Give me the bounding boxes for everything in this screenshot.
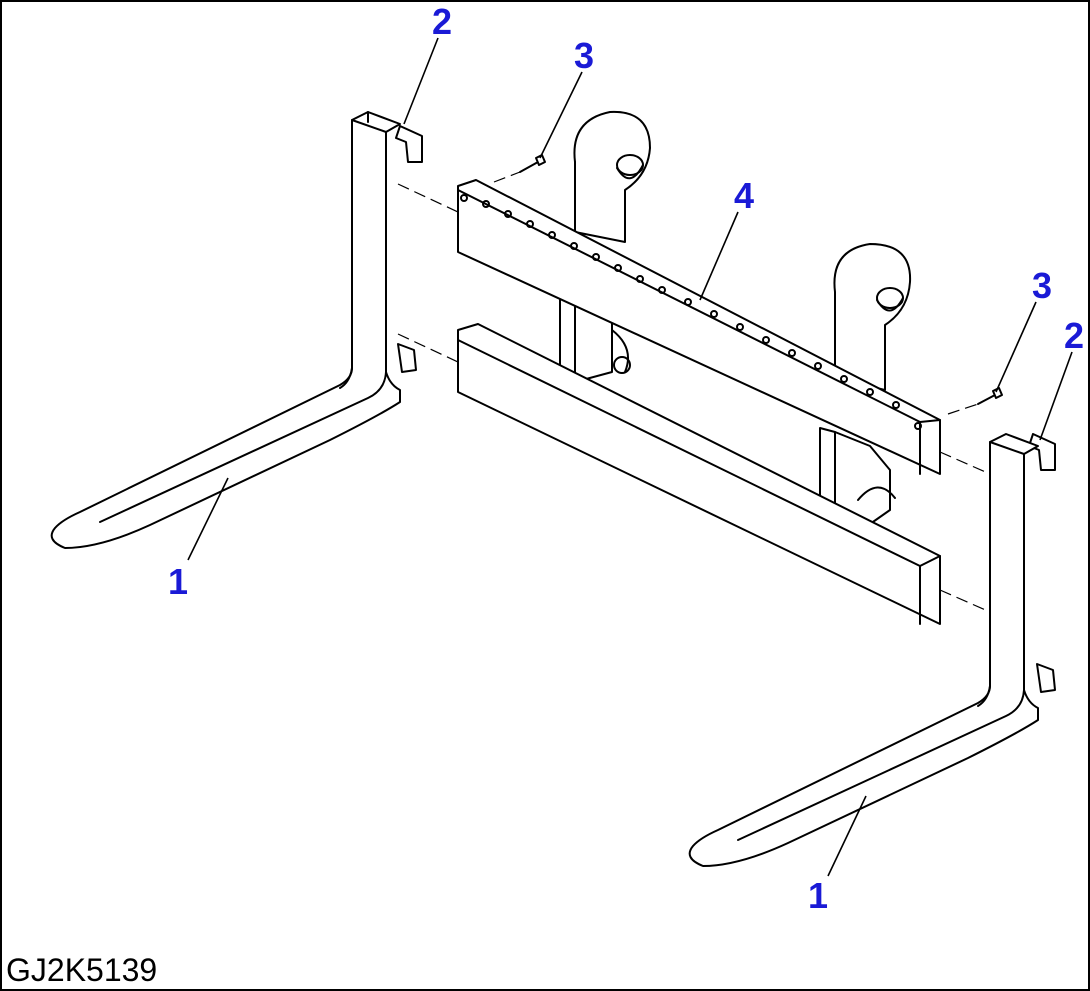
callout-stopper-right: 2 bbox=[1064, 315, 1084, 356]
carriage-upper-bar bbox=[457, 179, 941, 475]
callout-labels: 2 3 4 3 2 1 1 bbox=[168, 1, 1084, 916]
callout-carriage: 4 bbox=[734, 175, 754, 216]
lower-hook-left bbox=[397, 343, 417, 373]
fork-left-shank bbox=[50, 111, 401, 549]
fork-left bbox=[50, 111, 423, 549]
callout-fork-right: 1 bbox=[808, 875, 828, 916]
stopper-left bbox=[395, 125, 423, 163]
lower-hook-right bbox=[1036, 663, 1056, 693]
assembly-centerlines bbox=[397, 171, 991, 613]
callout-bolt-left: 3 bbox=[574, 35, 594, 76]
fork-right-shank bbox=[688, 433, 1039, 867]
carriage-hook-right bbox=[833, 243, 912, 391]
callout-bolt-right: 3 bbox=[1032, 265, 1052, 306]
callout-fork-left: 1 bbox=[168, 561, 188, 602]
bolt-right bbox=[977, 387, 1003, 405]
stopper-right bbox=[1028, 433, 1056, 471]
bolt-left bbox=[519, 154, 546, 173]
drawing-code: GJ2K5139 bbox=[6, 952, 158, 988]
carriage bbox=[457, 110, 941, 625]
carriage-hook-left bbox=[573, 110, 651, 243]
leader-lines bbox=[187, 37, 1073, 877]
callout-stopper-left: 2 bbox=[432, 1, 452, 42]
carriage-hole-row bbox=[460, 194, 922, 430]
fork-right bbox=[688, 433, 1056, 867]
